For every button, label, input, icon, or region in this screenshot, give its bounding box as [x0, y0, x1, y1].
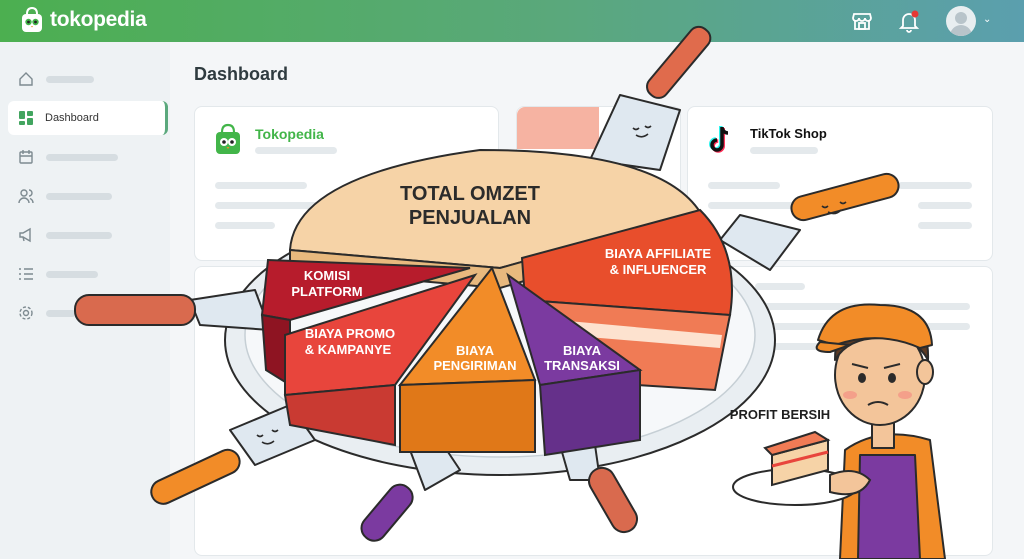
sidebar-placeholder — [46, 193, 112, 200]
sidebar-item-label: Dashboard — [45, 112, 99, 124]
top-bar: tokopedia ⌄ — [0, 0, 1024, 42]
bell-icon[interactable] — [897, 9, 921, 33]
placeholder-line — [255, 147, 337, 154]
placeholder-line — [708, 202, 848, 209]
sidebar-item-campaign[interactable] — [8, 218, 168, 252]
placeholder-line — [215, 202, 355, 209]
placeholder-line — [918, 202, 972, 209]
slice-label-transaksi-2: TRANSAKSI — [544, 358, 620, 373]
placeholder-line — [918, 222, 972, 229]
sidebar-item-dashboard[interactable]: Dashboard — [8, 101, 168, 135]
sidebar-placeholder — [46, 232, 112, 239]
sidebar-item-users[interactable] — [8, 179, 168, 213]
chevron-down-icon[interactable]: ⌄ — [983, 14, 992, 25]
placeholder-line — [755, 283, 805, 290]
sidebar-item-list[interactable] — [8, 257, 168, 291]
tiktok-logo-icon — [709, 126, 729, 153]
profit-bersih-label: PROFIT BERSIH — [730, 407, 830, 422]
tokopedia-bag-icon — [216, 123, 240, 154]
slice-label-transaksi-1: BIAYA — [563, 343, 602, 358]
tokopedia-bag-icon — [22, 7, 42, 32]
shopee-badge — [517, 107, 599, 149]
store-icon[interactable] — [850, 9, 874, 33]
sidebar-item-settings[interactable] — [8, 296, 168, 330]
megaphone-icon — [19, 227, 31, 243]
tiktok-card[interactable]: TikTok Shop — [687, 106, 993, 261]
sidebar-placeholder — [46, 310, 76, 317]
slice-label-affiliate-1: BIAYA AFFILIATE — [605, 246, 712, 261]
sidebar-placeholder — [46, 76, 94, 83]
gear-icon — [19, 306, 33, 320]
sidebar-item-home[interactable] — [8, 62, 168, 96]
sidebar-item-calendar[interactable] — [8, 140, 168, 174]
tokopedia-card-title: Tokopedia — [255, 126, 324, 142]
slice-label-promo-2: & KAMPANYE — [305, 342, 392, 357]
tiktok-card-title: TikTok Shop — [750, 126, 827, 141]
users-icon — [18, 189, 34, 204]
calendar-icon — [19, 150, 33, 164]
user-avatar[interactable] — [946, 6, 976, 36]
placeholder-line — [215, 182, 307, 189]
seller-character — [815, 303, 946, 559]
placeholder-line — [215, 222, 275, 229]
center-label-line2: PENJUALAN — [409, 207, 531, 229]
sidebar-placeholder — [46, 154, 118, 161]
slice-label-promo-1: BIAYA PROMO — [305, 326, 395, 341]
placeholder-line — [750, 147, 818, 154]
page-title: Dashboard — [194, 64, 289, 84]
tokopedia-logo[interactable]: tokopedia — [20, 7, 147, 33]
logo-text: tokopedia — [50, 8, 147, 31]
home-icon — [19, 72, 33, 86]
center-label-line1: TOTAL OMZET — [400, 183, 540, 205]
slice-label-komisi-2: PLATFORM — [291, 284, 362, 299]
slice-label-pengiriman-1: BIAYA — [456, 343, 495, 358]
slice-label-affiliate-2: & INFLUENCER — [610, 262, 707, 277]
sidebar-placeholder — [46, 271, 98, 278]
slice-label-pengiriman-2: PENGIRIMAN — [433, 358, 516, 373]
placeholder-line — [898, 182, 972, 189]
list-icon — [19, 268, 33, 280]
slice-label-komisi-1: KOMISI — [304, 268, 350, 283]
dashboard-icon — [19, 111, 33, 125]
placeholder-line — [708, 182, 780, 189]
